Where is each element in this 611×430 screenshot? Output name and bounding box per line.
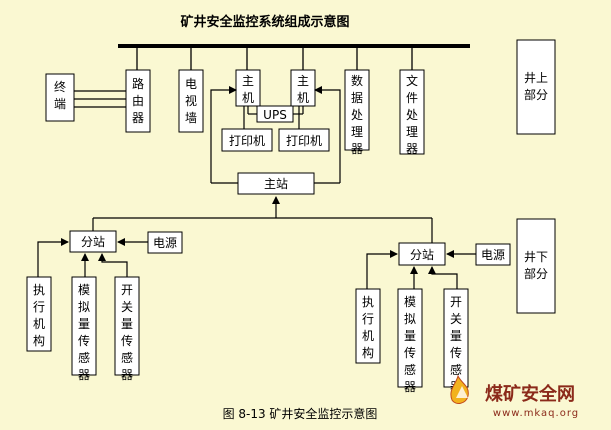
analog-left-label: 模拟量传感器	[78, 283, 90, 382]
distribution-lines	[92, 196, 433, 243]
figure-caption: 图 8-13 矿井安全监控示意图	[223, 406, 378, 421]
router-label: 路由器	[132, 76, 144, 125]
printer1-label: 打印机	[229, 134, 265, 148]
printer1-box: 打印机	[221, 128, 273, 152]
bus-connectors	[136, 46, 413, 70]
power-left-label: 电源	[153, 236, 177, 250]
host1-box: 主机	[235, 69, 261, 107]
data-processor-label: 数据处理器	[351, 73, 363, 156]
sub-station-left-box: 分站	[69, 230, 117, 253]
host-main-links	[210, 86, 341, 184]
main-station-label: 主站	[264, 177, 288, 191]
ups-box: UPS	[256, 105, 294, 123]
analog-right-box: 模拟量传感器	[397, 288, 423, 394]
watermark: 煤矿安全网 www.mkaq.org	[450, 374, 579, 419]
analog-right-label: 模拟量传感器	[404, 295, 416, 394]
right-links	[366, 250, 476, 289]
exec-left-box: 执行机构	[26, 276, 52, 352]
printer2-label: 打印机	[286, 134, 322, 148]
router-box: 路由器	[125, 69, 151, 133]
sub-station-right-box: 分站	[398, 242, 446, 266]
ups-links	[243, 106, 304, 129]
power-right-box: 电源	[475, 243, 511, 266]
underground-label: 井下部分	[524, 250, 548, 281]
data-processor-box: 数据处理器	[344, 69, 370, 156]
file-processor-box: 文件处理器	[399, 69, 425, 156]
watermark-brand: 煤矿安全网	[485, 383, 575, 405]
sub-station-left-label: 分站	[81, 235, 105, 249]
sub-station-right-label: 分站	[410, 248, 434, 262]
exec-right-label: 执行机构	[362, 295, 374, 360]
switch-left-label: 开关量传感器	[121, 283, 133, 382]
switch-left-box: 开关量传感器	[114, 276, 140, 382]
host1-label: 主机	[242, 74, 254, 105]
terminal-router-link	[73, 90, 126, 108]
main-station-box: 主站	[237, 172, 315, 195]
switch-right-box: 开关量传感器	[443, 288, 469, 394]
underground-box: 井下部分	[516, 218, 556, 314]
analog-left-box: 模拟量传感器	[71, 276, 97, 382]
tv-wall-box: 电视墙	[178, 69, 204, 133]
file-processor-label: 文件处理器	[406, 73, 418, 156]
diagram-title: 矿井安全监控系统组成示意图	[180, 14, 349, 30]
terminal-label: 终端	[54, 79, 66, 111]
above-ground-label: 井上部分	[524, 71, 548, 102]
left-links	[37, 238, 148, 277]
above-ground-box: 井上部分	[516, 39, 556, 135]
terminal-box: 终端	[45, 73, 75, 122]
watermark-url: www.mkaq.org	[493, 408, 579, 419]
host2-label: 主机	[297, 74, 309, 105]
exec-right-box: 执行机构	[355, 288, 381, 364]
printer2-box: 打印机	[278, 128, 330, 152]
tv-wall-label: 电视墙	[185, 77, 197, 125]
exec-left-label: 执行机构	[33, 283, 45, 348]
ups-label: UPS	[263, 108, 287, 122]
power-left-box: 电源	[147, 231, 183, 254]
host2-box: 主机	[290, 69, 316, 107]
power-right-label: 电源	[481, 248, 505, 262]
